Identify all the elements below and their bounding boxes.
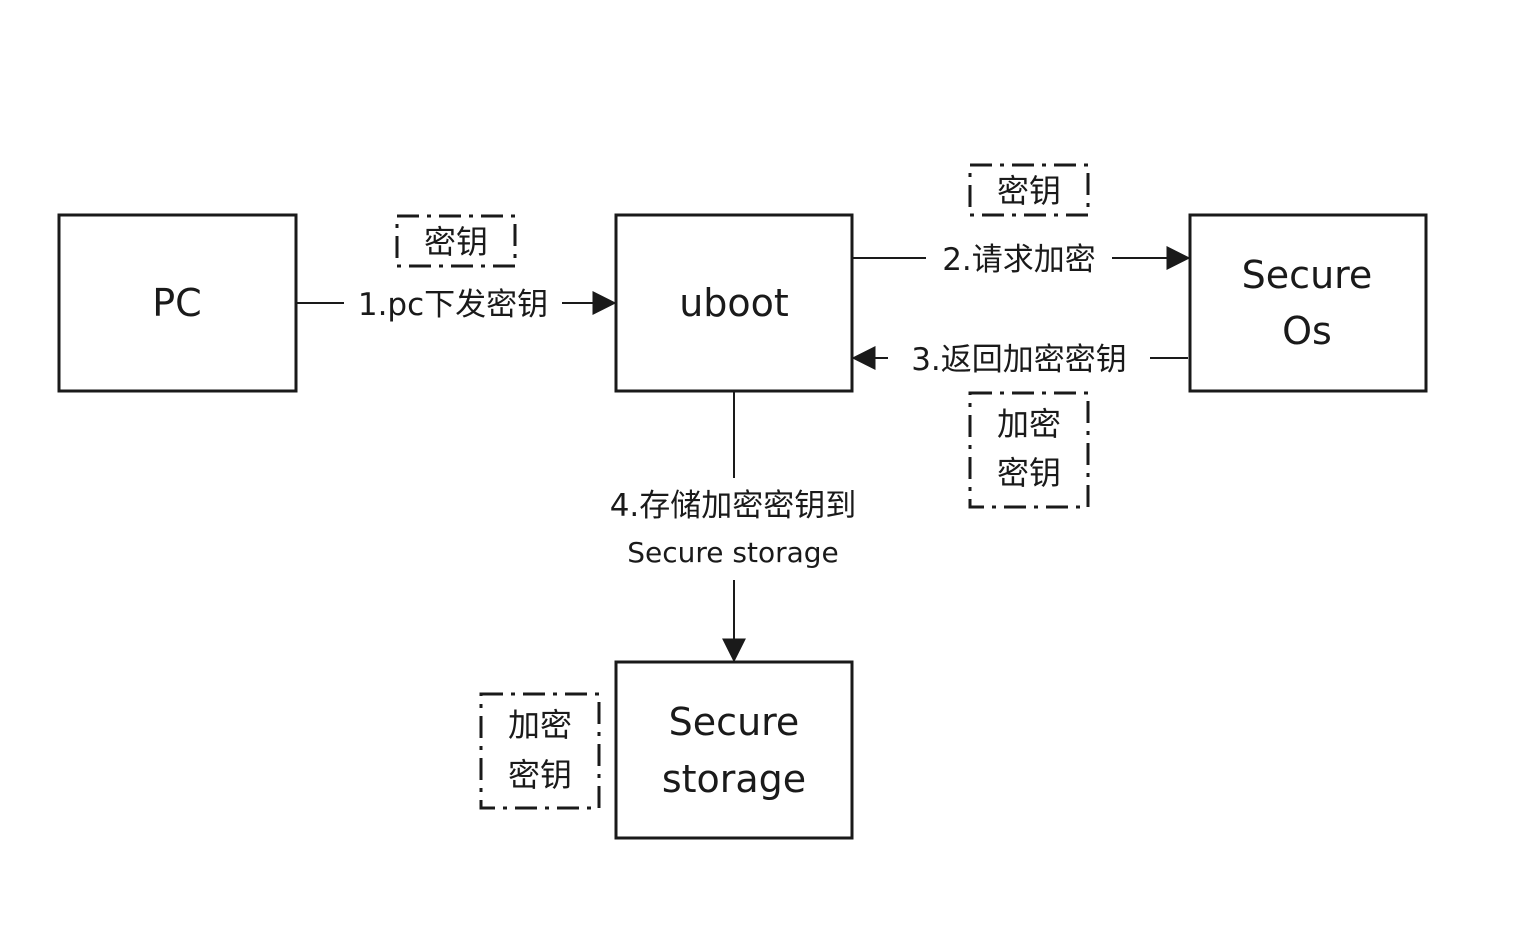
node-uboot: uboot: [614, 213, 854, 393]
edge-secure-os-to-uboot: 3.返回加密密钥: [851, 338, 1188, 378]
node-secure-os-label-line2: Os: [1282, 309, 1332, 353]
step3-label: 3.返回加密密钥: [911, 342, 1127, 378]
tag-key-request: 密钥: [968, 163, 1090, 217]
edge-label-bg: [582, 478, 884, 580]
step4-label-line1: 4.存储加密密钥到: [610, 488, 857, 524]
edge-label-bg: [926, 238, 1112, 278]
tag-encrypted-return-label-line2: 密钥: [997, 454, 1061, 492]
node-secure-storage-box: [614, 660, 854, 840]
edge-label-bg: [888, 338, 1150, 378]
tag-encrypted-return-label-line1: 加密: [997, 405, 1061, 443]
tag-encrypted-storage-label-line2: 密钥: [508, 756, 572, 794]
node-secure-storage: Secure storage: [614, 660, 854, 840]
step2-label: 2.请求加密: [942, 242, 1096, 278]
node-uboot-box: [614, 213, 854, 393]
node-secure-os-label-line1: Secure: [1242, 253, 1373, 297]
node-secure-storage-label-line2: storage: [662, 757, 806, 801]
node-uboot-label: uboot: [679, 281, 789, 325]
edge-label-bg: [344, 283, 562, 323]
node-pc: PC: [57, 213, 298, 393]
edge-uboot-to-secure-os: 2.请求加密: [852, 238, 1191, 278]
tag-encrypted-return-box: [968, 391, 1090, 509]
tag-key-pc: 密钥: [395, 214, 517, 268]
step1-label: 1.pc下发密钥: [358, 287, 548, 323]
step4-label-line2: Secure storage: [627, 536, 839, 569]
tag-key-pc-label: 密钥: [424, 223, 488, 261]
node-secure-os: Secure Os: [1188, 213, 1428, 393]
tag-encrypted-return: 加密 密钥: [968, 391, 1090, 509]
edge-uboot-to-secure-storage: 4.存储加密密钥到 Secure storage: [582, 392, 884, 663]
node-secure-storage-label-line1: Secure: [669, 700, 800, 744]
tag-encrypted-storage-label-line1: 加密: [508, 706, 572, 744]
tag-encrypted-storage: 加密 密钥: [479, 692, 601, 810]
tag-key-pc-box: [395, 214, 517, 268]
node-pc-label: PC: [152, 281, 201, 325]
node-pc-box: [57, 213, 298, 393]
tag-key-request-box: [968, 163, 1090, 217]
tag-encrypted-storage-box: [479, 692, 601, 810]
tag-key-request-label: 密钥: [997, 172, 1061, 210]
node-secure-os-box: [1188, 213, 1428, 393]
edge-pc-to-uboot: 1.pc下发密钥: [296, 283, 617, 323]
